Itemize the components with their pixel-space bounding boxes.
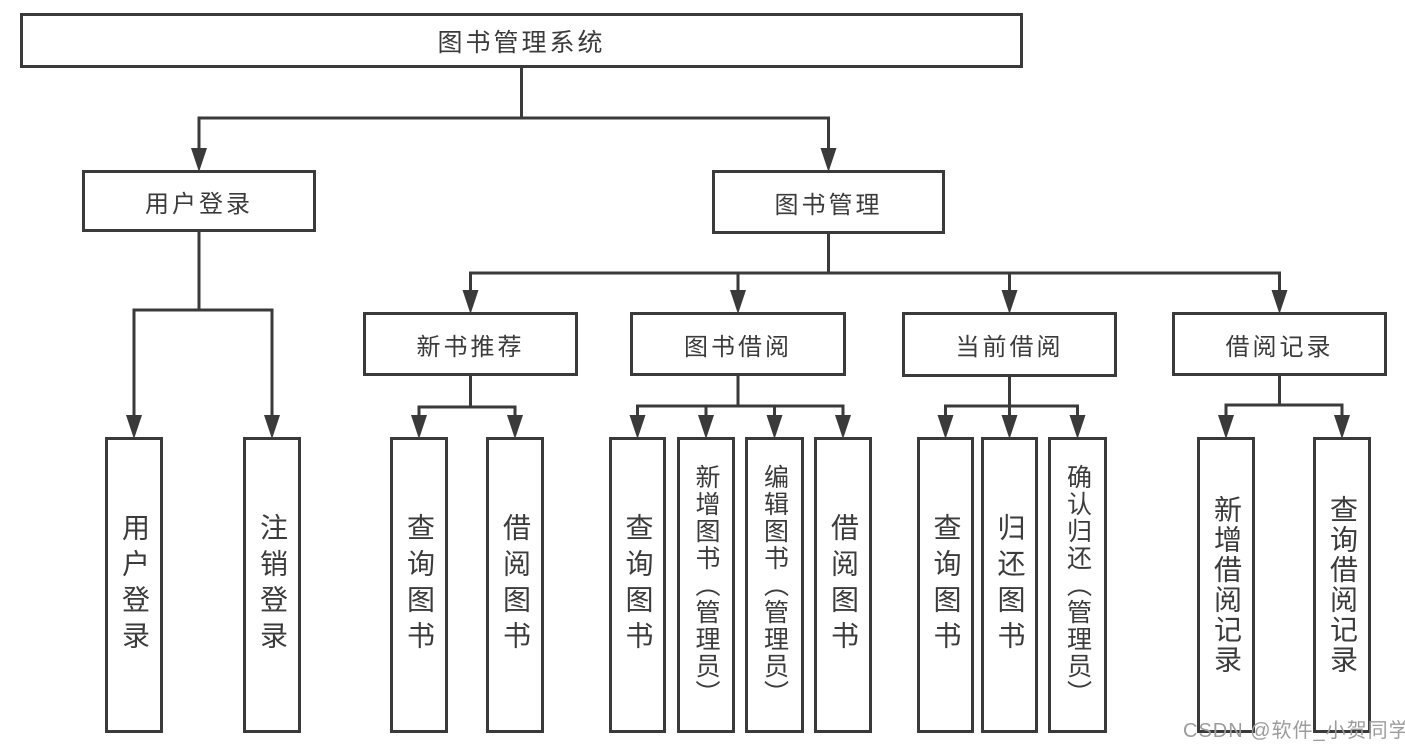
arrowhead-icon [1334, 415, 1350, 439]
node-br-query: 查询借阅记录 [1313, 437, 1371, 733]
node-label: 归还图书 [994, 513, 1026, 657]
arrowhead-icon [1271, 290, 1288, 314]
arrowhead-icon [730, 290, 746, 314]
node-label: 借阅记录 [1225, 333, 1334, 361]
arrowhead-icon [1069, 415, 1086, 439]
node-label: 编辑图书（管理员） [760, 463, 789, 707]
node-label: 查询借阅记录 [1327, 495, 1358, 675]
arrowhead-icon [1001, 415, 1018, 439]
arrowhead-icon [1001, 290, 1018, 314]
node-borrow-records: 借阅记录 [1172, 312, 1387, 376]
node-label: 借阅图书 [828, 513, 859, 657]
node-label: 图书管理 [774, 191, 883, 219]
arrowhead-icon [507, 415, 523, 439]
node-label: 注销登录 [257, 513, 288, 657]
node-label: 图书管理系统 [437, 28, 606, 57]
node-rec-borrow: 借阅图书 [486, 437, 544, 733]
arrowhead-icon [766, 415, 783, 439]
node-new-book-rec: 新书推荐 [363, 312, 578, 376]
node-cb-return: 归还图书 [981, 437, 1038, 733]
node-rec-query: 查询图书 [390, 437, 448, 733]
node-label: 借阅图书 [500, 513, 531, 657]
arrowhead-icon [462, 290, 479, 314]
arrowhead-icon [1218, 415, 1234, 439]
node-user-login: 用户登录 [82, 170, 316, 232]
node-br-add: 新增借阅记录 [1197, 437, 1255, 733]
node-bb-borrow: 借阅图书 [814, 437, 872, 733]
node-bb-query: 查询图书 [609, 437, 666, 733]
arrowhead-icon [820, 148, 837, 172]
arrowhead-icon [629, 415, 646, 439]
node-label: 用户登录 [145, 190, 253, 218]
node-label: 查询图书 [404, 513, 435, 657]
node-label: 新书推荐 [416, 333, 525, 361]
arrowhead-icon [191, 148, 207, 172]
node-bb-add: 新增图书（管理员） [677, 437, 735, 733]
arrowhead-icon [411, 415, 427, 439]
arrowhead-icon [835, 415, 851, 439]
node-cb-query: 查询图书 [917, 437, 974, 733]
arrowhead-icon [698, 415, 714, 439]
arrowhead-icon [126, 415, 142, 439]
node-label: 用户登录 [119, 513, 150, 657]
node-login: 用户登录 [105, 437, 163, 733]
node-logout: 注销登录 [243, 437, 301, 733]
watermark: CSDN @软件_小贺同学 [1183, 720, 1405, 742]
node-label: 查询图书 [622, 513, 654, 657]
node-label: 查询图书 [930, 513, 962, 657]
node-root: 图书管理系统 [20, 13, 1023, 68]
node-book-borrow: 图书借阅 [630, 312, 846, 376]
node-label: 新增借阅记录 [1211, 495, 1242, 675]
node-cb-confirm: 确认归还（管理员） [1048, 437, 1107, 733]
node-label: 新增图书（管理员） [692, 463, 720, 707]
node-book-mgmt: 图书管理 [712, 170, 945, 234]
node-current-borrow: 当前借阅 [902, 312, 1117, 377]
arrowhead-icon [937, 415, 954, 439]
arrowhead-icon [264, 415, 280, 439]
node-bb-edit: 编辑图书（管理员） [745, 437, 804, 733]
node-label: 图书借阅 [684, 333, 792, 361]
node-label: 确认归还（管理员） [1063, 463, 1092, 707]
node-label: 当前借阅 [955, 334, 1064, 361]
